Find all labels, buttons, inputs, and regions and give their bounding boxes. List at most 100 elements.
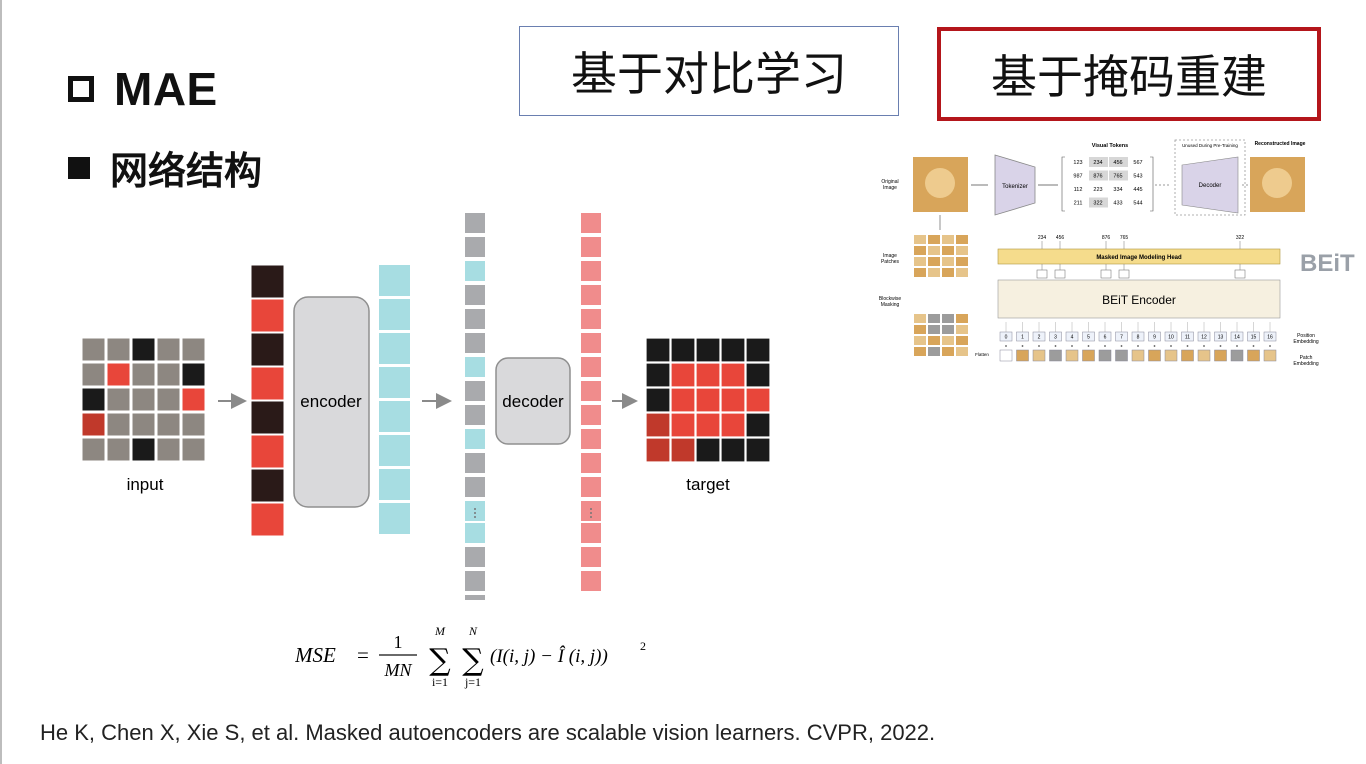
target-patch: [720, 437, 746, 463]
masked-patch: [106, 437, 131, 462]
beit-side-label: BEiT: [1300, 250, 1355, 277]
reconstructed-image-dog-face: [1262, 168, 1292, 198]
reconstructed-image-label: Reconstructed Image: [1255, 141, 1306, 147]
encoded-token: [379, 503, 410, 534]
masked-patch: [106, 387, 131, 412]
image-patch: [942, 257, 954, 266]
embedding-plus-dot: [1071, 345, 1073, 347]
image-patch: [956, 246, 968, 255]
output-token: [581, 453, 601, 473]
image-patch: [928, 336, 940, 345]
masked-token-highlight: [1089, 170, 1108, 181]
target-patch: [695, 387, 721, 413]
visual-token-id: 567: [1133, 160, 1142, 166]
paper-citation: He K, Chen X, Xie S, et al. Masked autoe…: [40, 720, 936, 745]
hollow-square-bullet-icon: [68, 76, 94, 102]
visible-patch-tile: [250, 468, 285, 503]
ellipsis-dot: [590, 516, 592, 518]
target-patch: [720, 412, 746, 438]
encoded-token: [379, 401, 410, 432]
predicted-token-id: 876: [1102, 235, 1111, 241]
contrastive-category-label: 基于对比学习: [571, 47, 847, 101]
target-patch: [670, 362, 696, 388]
position-index: 12: [1201, 335, 1207, 341]
target-patch: [670, 337, 696, 363]
visual-token-id: 211: [1074, 201, 1083, 207]
mask-embedding: [1049, 349, 1062, 362]
output-token: [581, 357, 601, 377]
visible-patch: [131, 437, 156, 462]
visible-patch: [81, 412, 106, 437]
masked-patch: [131, 362, 156, 387]
masked-token-highlight: [1109, 157, 1128, 167]
hidden-state-box: [1234, 269, 1246, 279]
visible-patch-tile: [250, 366, 285, 401]
masked-patch: [131, 387, 156, 412]
input-label: input: [127, 475, 164, 494]
heading-title: MAE: [114, 63, 218, 115]
sum-i-sigma: ∑: [429, 643, 451, 678]
embedding-plus-dot: [1054, 345, 1057, 347]
patch-embedding-label-line: Patch: [1300, 355, 1313, 361]
token-grid-bracket: [1061, 156, 1065, 212]
target-patch: [745, 387, 771, 413]
image-patch: [956, 268, 968, 277]
position-index: 6: [1104, 335, 1107, 341]
mae-architecture-diagram: input encoder decoder target: [81, 213, 771, 600]
decoder-block: [495, 357, 571, 445]
output-token: [581, 429, 601, 449]
target-label: target: [686, 475, 730, 494]
masked-patch: [181, 412, 206, 437]
ellipsis-dot: [474, 516, 476, 518]
encoded-token: [379, 265, 410, 296]
solid-square-bullet-icon: [68, 156, 90, 179]
embedding-plus-dot: [1170, 345, 1172, 347]
formula-equals: =: [357, 643, 369, 667]
masked-patch: [81, 337, 106, 362]
output-token: [581, 213, 601, 233]
image-patch: [914, 347, 926, 356]
encoder-block: [293, 296, 370, 508]
hidden-state-markers: [1036, 264, 1246, 279]
image-patch: [956, 325, 968, 334]
slide-heading: MAE: [68, 62, 218, 116]
patch-embedding: [1181, 349, 1194, 362]
target-patch: [695, 362, 721, 388]
masked-patch: [81, 437, 106, 462]
output-token: [581, 261, 601, 281]
visual-token-id: 123: [1073, 160, 1082, 166]
embedding-plus-dot: [1038, 345, 1040, 347]
embedding-plus-dot: [1252, 345, 1255, 347]
flatten-label: Flatten: [975, 352, 989, 357]
masked-category-box: 基于掩码重建: [937, 27, 1321, 121]
predicted-token-id: 765: [1120, 235, 1129, 241]
image-patch: [942, 336, 954, 345]
embedding-plus-dot: [1153, 345, 1156, 347]
masked-token-highlight: [1089, 197, 1108, 208]
visual-tokens-label: Visual Tokens: [1092, 143, 1128, 149]
visible-patch-tile: [250, 434, 285, 469]
target-patch: [645, 387, 671, 413]
predicted-token-id: 322: [1236, 235, 1245, 241]
patch-embedding: [1164, 349, 1178, 362]
embedding-plus-dot: [1120, 345, 1123, 347]
visible-patch-tile: [250, 332, 285, 367]
beit-decoder-label: Decoder: [1199, 183, 1222, 189]
visible-patch: [106, 362, 131, 387]
input-image-grid: [81, 337, 206, 462]
position-index: 15: [1251, 335, 1257, 341]
encoded-tokens-strip: [379, 265, 410, 534]
image-patches-label-line: Image: [883, 253, 897, 259]
unused-during-pretraining-label: Unused During Pre-Training: [1182, 143, 1238, 148]
output-token: [581, 333, 601, 353]
target-patch: [670, 412, 696, 438]
masked-patch: [106, 337, 131, 362]
image-patch: [914, 268, 926, 277]
masked-token-highlight: [1109, 170, 1128, 181]
visual-token-id: 334: [1113, 187, 1122, 193]
